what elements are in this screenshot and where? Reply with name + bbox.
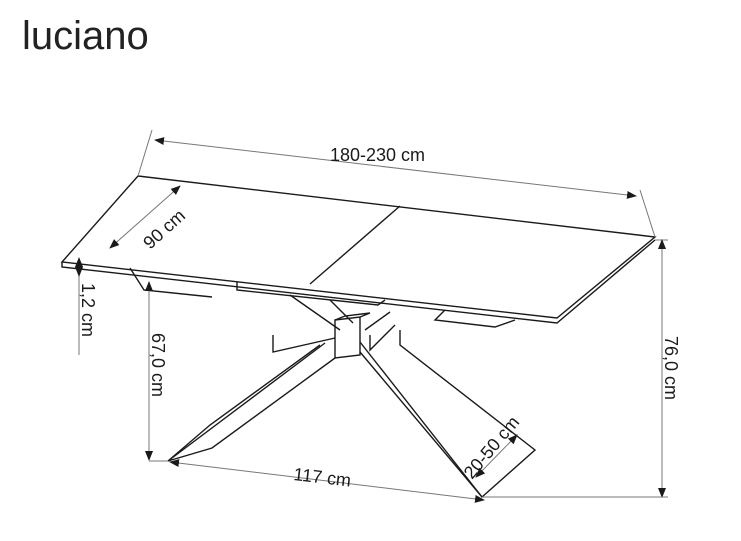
width-dimension <box>109 185 181 249</box>
leg-span-label: 117 cm <box>293 464 353 490</box>
leg-width-dimension <box>475 434 518 478</box>
dimension-lines <box>75 129 668 503</box>
clearance-label: 67,0 cm <box>148 333 168 397</box>
length-dimension <box>154 137 637 199</box>
table-base <box>167 294 537 499</box>
tabletop <box>60 175 657 328</box>
leg-span-dimension <box>169 459 485 503</box>
thickness-label: 1,2 cm <box>78 283 98 337</box>
height-label: 76,0 cm <box>661 336 681 400</box>
leg-width-label: 20-50 cm <box>460 412 524 482</box>
product-title: luciano <box>22 14 149 58</box>
length-label: 180-230 cm <box>330 145 425 165</box>
width-label: 90 cm <box>139 205 189 253</box>
